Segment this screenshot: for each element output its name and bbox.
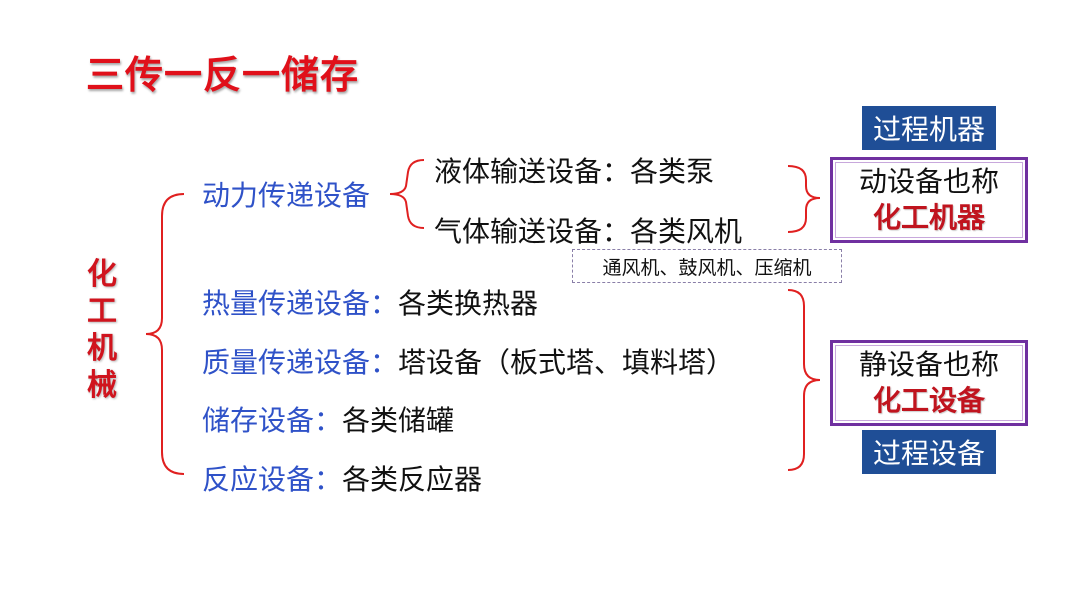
chemical-machinery-label: 化工机械 <box>87 257 117 403</box>
storage-row: 储存设备：各类储罐 <box>202 399 454 439</box>
sub-brace <box>389 159 425 229</box>
liquid-value: 各类泵 <box>630 155 715 188</box>
main-brace <box>145 193 185 475</box>
reaction-value: 各类反应器 <box>342 463 483 496</box>
process-machine-tag: 过程机器 <box>862 106 996 150</box>
heat-label: 热量传递设备： <box>202 287 399 320</box>
mass-value: 塔设备（板式塔、填料塔） <box>398 346 735 379</box>
dynamic-brace <box>787 165 821 233</box>
storage-label: 储存设备： <box>202 404 343 437</box>
static-line2: 化工设备 <box>872 384 985 417</box>
reaction-label: 反应设备： <box>202 463 343 496</box>
gas-label: 气体输送设备： <box>434 215 631 248</box>
static-brace <box>787 289 821 471</box>
reaction-row: 反应设备：各类反应器 <box>202 458 482 498</box>
heat-value: 各类换热器 <box>398 287 539 320</box>
dynamic-line1: 动设备也称 <box>858 165 999 198</box>
liquid-row: 液体输送设备：各类泵 <box>434 150 714 190</box>
gas-value: 各类风机 <box>630 215 743 248</box>
process-equipment-tag: 过程设备 <box>862 430 996 474</box>
heat-row: 热量传递设备：各类换热器 <box>202 282 538 322</box>
power-transfer-label: 动力传递设备 <box>202 179 371 212</box>
fans-note: 通风机、鼓风机、压缩机 <box>572 249 842 283</box>
static-equipment-box: 静设备也称 化工设备 <box>830 340 1028 426</box>
page-title: 三传一反一储存 <box>86 53 360 97</box>
gas-row: 气体输送设备：各类风机 <box>434 210 742 250</box>
mass-row: 质量传递设备：塔设备（板式塔、填料塔） <box>202 341 734 381</box>
dynamic-line2: 化工机器 <box>872 201 985 234</box>
static-line1: 静设备也称 <box>858 348 999 381</box>
dynamic-equipment-box: 动设备也称 化工机器 <box>830 157 1028 243</box>
storage-value: 各类储罐 <box>342 404 455 437</box>
mass-label: 质量传递设备： <box>202 346 399 379</box>
liquid-label: 液体输送设备： <box>434 155 631 188</box>
